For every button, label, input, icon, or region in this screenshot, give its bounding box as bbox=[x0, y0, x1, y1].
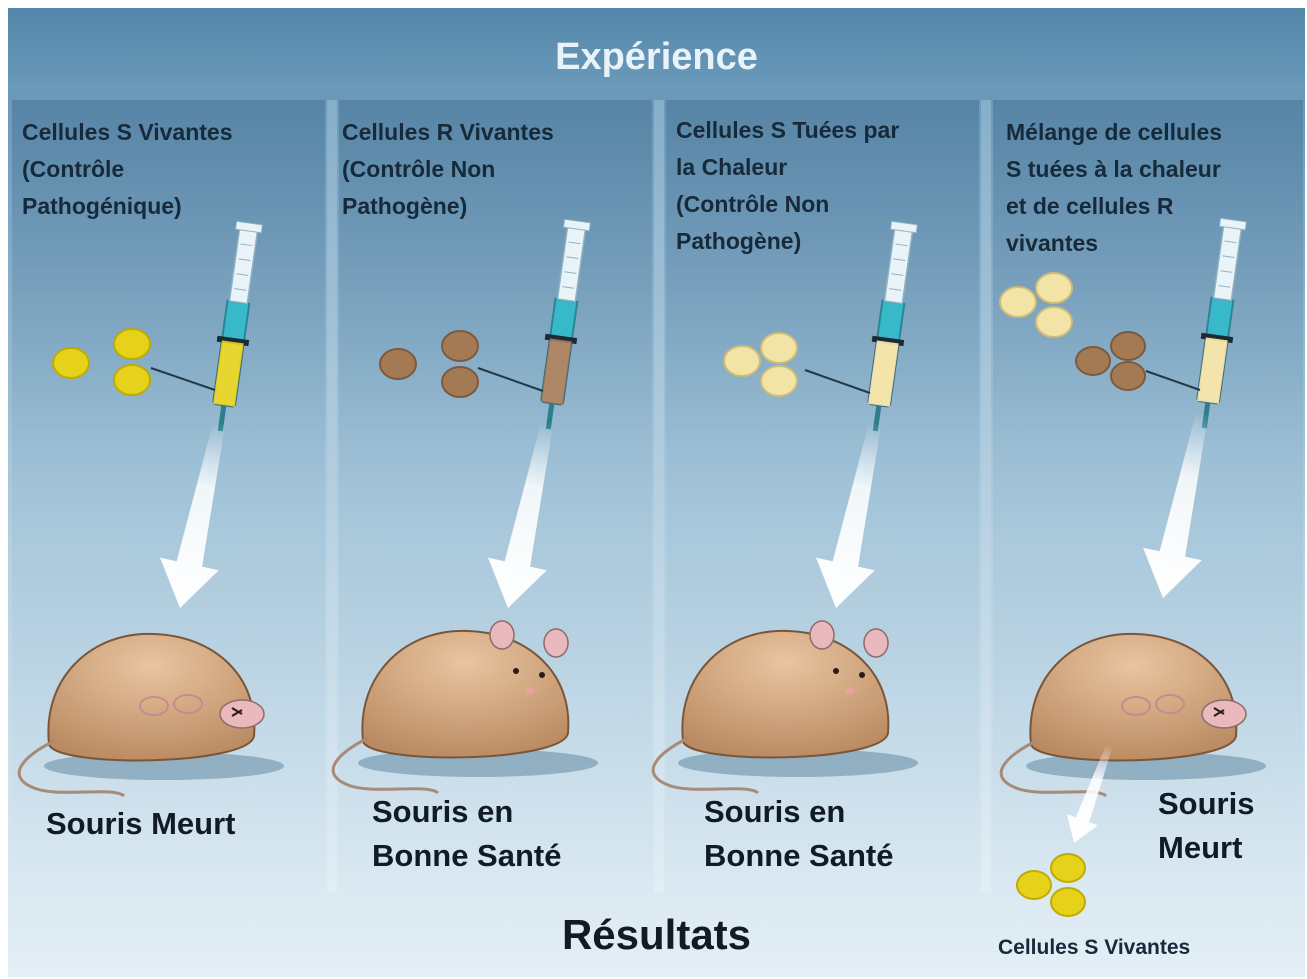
panel4-injection-arrow bbox=[1134, 406, 1232, 604]
panel1-dead-mouse bbox=[19, 634, 284, 796]
panel3-injection-arrow bbox=[807, 416, 905, 614]
panel2-outcome: Souris en Bonne Santé bbox=[372, 790, 561, 878]
panel2-healthy-mouse bbox=[333, 621, 598, 793]
panel3-cell-cluster bbox=[724, 333, 797, 396]
panel1-syringe bbox=[204, 221, 265, 433]
panel1-label: Cellules S Vivantes (Contrôle Pathogéniq… bbox=[22, 114, 233, 225]
panel1-connector-line bbox=[151, 368, 215, 390]
panel2-cell-cluster bbox=[380, 331, 478, 397]
panel3-healthy-mouse bbox=[653, 621, 918, 793]
panel2-connector-line bbox=[478, 368, 543, 391]
panel3-outcome: Souris en Bonne Santé bbox=[704, 790, 893, 878]
panel1-outcome: Souris Meurt bbox=[46, 802, 235, 846]
panel4-heat-killed-cells bbox=[1000, 273, 1072, 337]
result-cells-label: Cellules S Vivantes bbox=[998, 936, 1190, 960]
panel4-outcome: Souris Meurt bbox=[1158, 782, 1254, 870]
panel2-injection-arrow bbox=[479, 416, 577, 614]
panel2-syringe bbox=[532, 219, 593, 431]
panel4-dead-mouse bbox=[1001, 634, 1266, 796]
panel4-connector-line bbox=[1146, 371, 1200, 390]
panel4-live-r-cells bbox=[1076, 332, 1145, 390]
experiment-diagram: Expérience bbox=[8, 8, 1305, 977]
panel4-label: Mélange de cellules S tuées à la chaleur… bbox=[1006, 114, 1222, 262]
panel1-injection-arrow bbox=[151, 416, 249, 614]
panel3-label: Cellules S Tuées par la Chaleur (Contrôl… bbox=[676, 112, 899, 260]
result-live-s-cells bbox=[1017, 854, 1085, 916]
panel2-label: Cellules R Vivantes (Contrôle Non Pathog… bbox=[342, 114, 554, 225]
panel3-connector-line bbox=[805, 370, 870, 393]
panel1-cell-cluster bbox=[53, 329, 150, 395]
